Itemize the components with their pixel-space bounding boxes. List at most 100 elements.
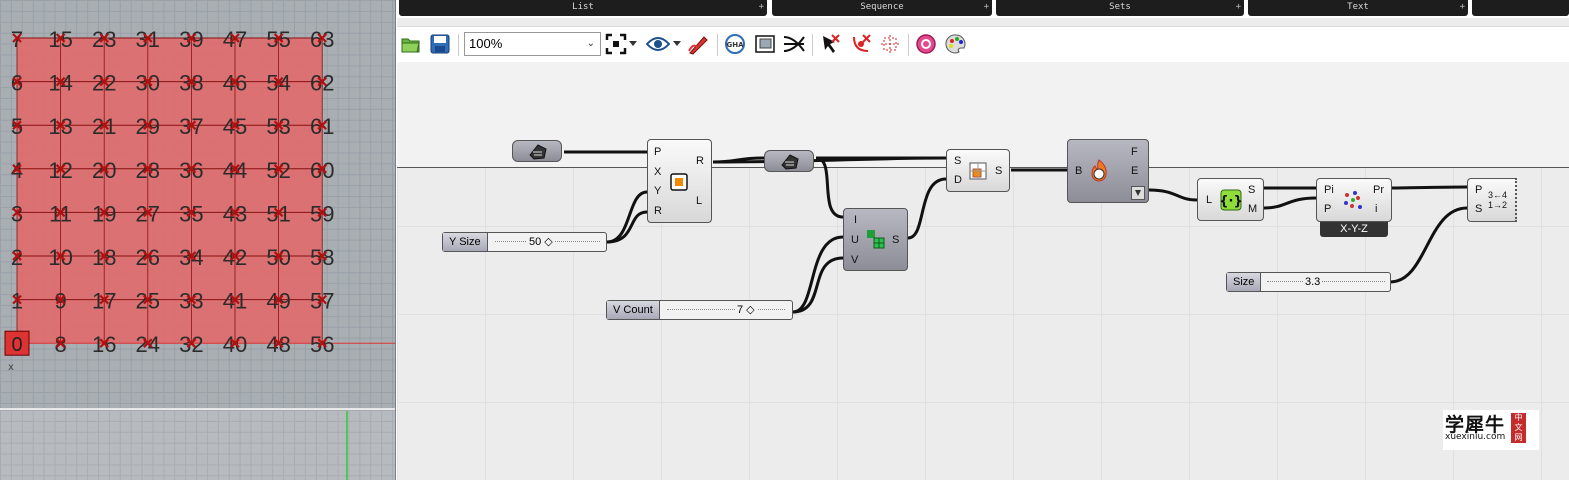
point-marker: [186, 76, 197, 87]
input-l[interactable]: L: [1206, 194, 1213, 206]
record-icon[interactable]: [914, 32, 938, 56]
size-slider[interactable]: Size 3.3: [1226, 272, 1391, 292]
input-i[interactable]: I: [854, 214, 858, 226]
input-b[interactable]: B: [1075, 165, 1083, 177]
tab-sets[interactable]: Sets+: [996, 0, 1244, 16]
point-marker: [273, 33, 284, 43]
point-marker: [317, 120, 327, 130]
output-pr[interactable]: Pr: [1373, 184, 1384, 196]
geometry-param-icon: [529, 144, 547, 160]
input-pi[interactable]: Pi: [1324, 184, 1334, 196]
watermark-site: xuexiniu.com: [1445, 432, 1506, 442]
point-marker: [55, 76, 66, 87]
point-list-component[interactable]: P S 3←4 1→2: [1467, 178, 1517, 222]
bottom-viewport[interactable]: [0, 410, 395, 480]
output-s[interactable]: S: [995, 165, 1003, 177]
point-marker: [55, 207, 66, 218]
output-i[interactable]: i: [1375, 203, 1378, 215]
rhino-viewport[interactable]: 7152331394755636142230384654625132129374…: [0, 0, 396, 480]
disable-solver-icon[interactable]: [849, 32, 873, 56]
palette-icon[interactable]: [944, 32, 968, 56]
sort-points-component[interactable]: Pi P Pr i: [1316, 178, 1392, 222]
point-marker: [230, 338, 240, 348]
output-e[interactable]: E: [1131, 165, 1139, 177]
slider-value[interactable]: 3.3: [1303, 273, 1323, 291]
surface-from-points-component[interactable]: I U V S: [843, 208, 908, 271]
point-marker: [186, 251, 197, 261]
sketch-icon[interactable]: [686, 32, 710, 56]
output-f[interactable]: F: [1131, 146, 1138, 158]
input-r[interactable]: R: [654, 205, 662, 217]
input-x[interactable]: X: [654, 166, 662, 178]
output-r[interactable]: R: [696, 155, 704, 167]
gha-bake-icon[interactable]: GHA: [723, 32, 747, 56]
dropdown-arrow-icon[interactable]: [628, 32, 638, 56]
tab-next[interactable]: [1472, 0, 1569, 16]
svg-text:{·}: {·}: [1220, 194, 1242, 209]
wires-layer: [564, 150, 1468, 314]
deconstruct-brep-component[interactable]: B F E V: [1067, 139, 1149, 203]
point-marker: [143, 120, 153, 130]
point-marker: [99, 76, 109, 87]
point-marker: [230, 207, 240, 218]
input-p[interactable]: P: [1475, 184, 1483, 196]
scatter-points-icon: [1344, 191, 1362, 209]
zoom-dropdown[interactable]: 100%⌄: [464, 32, 601, 56]
point-marker: [273, 338, 284, 348]
slider-value[interactable]: 7 ◇: [735, 301, 757, 319]
tab-text[interactable]: Text+: [1248, 0, 1468, 16]
point-marker: [143, 76, 153, 87]
surface-domain-component[interactable]: S D S: [946, 149, 1010, 192]
geometry-param-2[interactable]: [764, 150, 814, 172]
point-marker: [186, 338, 197, 348]
input-d[interactable]: D: [954, 174, 962, 186]
point-marker: [143, 207, 153, 218]
export-image-icon[interactable]: [753, 32, 777, 56]
grasshopper-canvas[interactable]: P X Y R R L I U V S S D S B: [397, 62, 1569, 480]
point-marker: [55, 120, 66, 130]
point-marker: [99, 120, 109, 130]
input-v[interactable]: V: [851, 254, 859, 266]
input-p[interactable]: P: [654, 146, 662, 158]
point-marker: [12, 33, 22, 43]
point-marker: [12, 207, 22, 218]
point-index-label: 0: [11, 334, 22, 356]
point-marker: [55, 251, 66, 261]
point-grid-preview: 7152331394755636142230384654625132129374…: [4, 27, 395, 480]
point-marker: [186, 120, 197, 130]
geometry-param[interactable]: [512, 140, 562, 162]
preview-eye-icon[interactable]: [646, 32, 670, 56]
input-s[interactable]: S: [1475, 203, 1483, 215]
output-l[interactable]: L: [696, 195, 703, 207]
output-s[interactable]: S: [892, 234, 900, 246]
cluster-icon[interactable]: [878, 32, 902, 56]
point-marker: [273, 120, 284, 130]
open-file-icon[interactable]: [399, 32, 423, 56]
origin-marker: [4, 330, 30, 356]
y-size-slider[interactable]: Y Size 50 ◇: [442, 232, 607, 252]
input-s[interactable]: S: [954, 155, 962, 167]
zoom-extents-icon[interactable]: [604, 32, 628, 56]
wire-display-icon[interactable]: [782, 32, 806, 56]
rectangle-component[interactable]: P X Y R R L: [647, 139, 712, 223]
point-marker: [143, 294, 153, 305]
watermark-seal: 中文网: [1511, 413, 1526, 443]
select-arrow-icon[interactable]: [818, 32, 842, 56]
output-m[interactable]: M: [1248, 203, 1258, 215]
input-p[interactable]: P: [1324, 203, 1332, 215]
tab-sequence[interactable]: Sequence+: [772, 0, 992, 16]
list-length-component[interactable]: L S M {·}: [1197, 178, 1264, 221]
component-tab-bar: List+ Sequence+ Sets+ Text+: [397, 0, 1569, 18]
tab-list[interactable]: List+: [399, 0, 767, 16]
v-count-slider[interactable]: V Count 7 ◇: [606, 300, 793, 320]
point-marker: [12, 251, 22, 261]
input-y[interactable]: Y: [654, 185, 662, 197]
point-marker: [186, 164, 197, 174]
point-list-glyph-top: 3←4: [1488, 190, 1508, 200]
dropdown-arrow-icon[interactable]: [672, 32, 682, 56]
slider-value[interactable]: 50 ◇: [527, 233, 555, 251]
save-icon[interactable]: [428, 32, 452, 56]
input-u[interactable]: U: [851, 234, 859, 246]
expand-down-icon[interactable]: [1131, 186, 1145, 200]
output-s[interactable]: S: [1248, 184, 1256, 196]
